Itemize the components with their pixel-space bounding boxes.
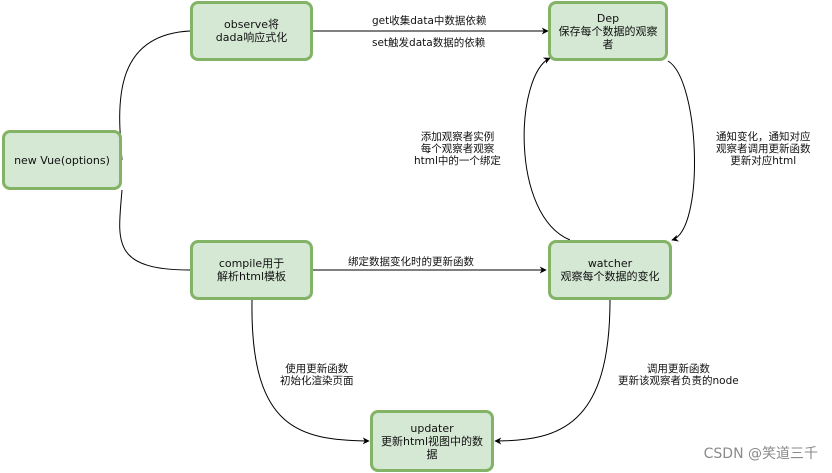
label-notify-line-3: 更新对应html	[730, 155, 797, 167]
node-updater[interactable]: updater 更新html视图中的数 据	[370, 410, 494, 472]
label-notify-line-2: 观察者调用更新函数	[716, 143, 811, 155]
label-call-update: 调用更新函数 更新该观察者负责的node	[618, 363, 739, 387]
edge-compile-updater	[251, 299, 370, 445]
node-updater-line-3: 据	[426, 447, 438, 461]
node-dep-line-1: Dep	[596, 11, 620, 25]
node-updater-line-1: updater	[410, 421, 454, 435]
label-get-collect: get收集data中数据依赖	[372, 15, 487, 27]
edge-watcher-updater	[494, 299, 611, 445]
node-updater-line-2: 更新html视图中的数	[380, 434, 484, 448]
node-observe-line-2: dada响应式化	[215, 31, 288, 44]
node-watcher-line-2: 观察每个数据的变化	[560, 270, 660, 283]
label-add-watcher: 添加观察者实例 每个观察者观察 html中的一个绑定	[414, 131, 501, 167]
node-dep[interactable]: Dep 保存每个数据的观察 者	[548, 1, 668, 61]
node-dep-line-3: 者	[602, 37, 614, 51]
node-compile-line-2: 解析html模板	[216, 270, 287, 283]
label-call-update-line-2: 更新该观察者负责的node	[618, 375, 739, 387]
label-add-watcher-line-3: html中的一个绑定	[414, 155, 501, 167]
node-observe-line-1: observe将	[223, 18, 279, 31]
edge-newvue-compile	[119, 189, 191, 271]
label-notify-line-1: 通知变化，通知对应	[716, 131, 811, 143]
node-new-vue-line-1: new Vue(options)	[14, 153, 110, 167]
node-new-vue[interactable]: new Vue(options)	[2, 130, 122, 190]
label-init-render-line-2: 初始化渲染页面	[280, 375, 354, 387]
label-notify: 通知变化，通知对应 观察者调用更新函数 更新对应html	[716, 131, 811, 167]
edge-newvue-observe	[119, 30, 191, 161]
node-watcher[interactable]: watcher 观察每个数据的变化	[548, 240, 672, 300]
edge-watcher-dep	[523, 57, 571, 241]
node-watcher-line-1: watcher	[587, 257, 633, 270]
label-set-trigger: set触发data数据的依赖	[372, 37, 486, 49]
node-observe[interactable]: observe将 dada响应式化	[190, 1, 313, 61]
label-call-update-line-1: 调用更新函数	[646, 363, 710, 375]
label-bind-update: 绑定数据变化时的更新函数	[348, 256, 474, 268]
label-add-watcher-line-2: 每个观察者观察	[420, 143, 495, 155]
label-add-watcher-line-1: 添加观察者实例	[420, 131, 495, 143]
label-init-render: 使用更新函数 初始化渲染页面	[280, 363, 354, 387]
watermark: CSDN @笑道三千	[703, 446, 818, 462]
node-dep-line-2: 保存每个数据的观察	[558, 24, 658, 38]
node-compile[interactable]: compile用于 解析html模板	[190, 240, 313, 300]
node-compile-line-1: compile用于	[218, 257, 285, 270]
label-init-render-line-1: 使用更新函数	[285, 363, 349, 375]
edge-dep-watcher	[667, 60, 695, 242]
